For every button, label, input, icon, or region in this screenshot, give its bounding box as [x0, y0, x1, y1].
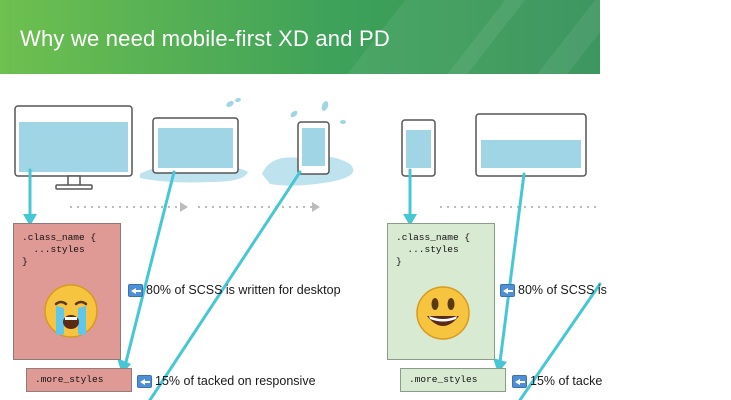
note-text: 15% of tacked on responsive — [155, 374, 316, 388]
back-arrow-icon — [137, 374, 152, 388]
splash-drops — [226, 97, 346, 124]
phone-icon — [401, 119, 436, 177]
responsive-note: 15% of tacked on responsive — [137, 374, 316, 388]
crying-face-icon — [44, 284, 98, 338]
back-arrow-icon — [128, 283, 143, 297]
more-styles-box: .more_styles — [26, 368, 132, 392]
desktop-monitor-icon — [14, 105, 133, 190]
slide-title: Why we need mobile-first XD and PD — [20, 26, 390, 51]
code-line: ...styles — [22, 244, 85, 255]
back-arrow-icon — [500, 283, 515, 297]
phone-icon — [297, 121, 330, 175]
note-text: 15% of tacke — [530, 374, 603, 388]
devices-illustration — [14, 97, 602, 400]
tablet-icon — [475, 113, 587, 177]
note-text: 80% of SCSS is written for desktop — [146, 283, 341, 297]
smiling-face-icon — [416, 286, 470, 340]
code-line: .class_name { — [22, 232, 97, 243]
progression-arrowheads — [180, 202, 320, 212]
tablet-icon — [152, 117, 239, 174]
more-styles-box: .more_styles — [400, 368, 506, 392]
code-line: } — [396, 256, 402, 267]
code-line: } — [22, 256, 28, 267]
mobile-scss-note: 80% of SCSS is — [500, 283, 607, 297]
title-banner: Why we need mobile-first XD and PD — [0, 0, 731, 110]
flow-arrowheads — [23, 214, 507, 374]
illustration: .class_name { ...styles } 80% of SCSS is… — [0, 74, 607, 400]
back-arrow-icon — [512, 374, 527, 388]
desktop-scss-note: 80% of SCSS is written for desktop — [128, 283, 341, 297]
note-text: 80% of SCSS is — [518, 283, 607, 297]
code-line: ...styles — [396, 244, 459, 255]
code-line: .class_name { — [396, 232, 471, 243]
tacked-note: 15% of tacke — [512, 374, 602, 388]
flow-arrows — [28, 168, 602, 400]
